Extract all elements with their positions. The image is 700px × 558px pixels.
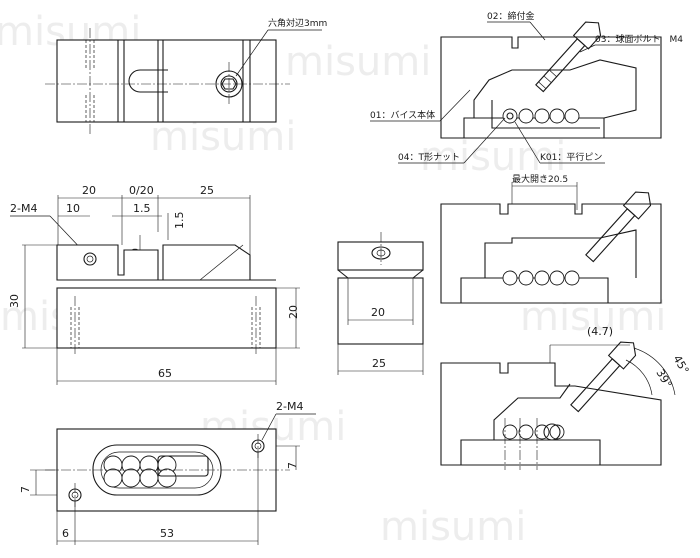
dim-25: 25 bbox=[200, 184, 214, 197]
dim-7-right: 7 bbox=[286, 462, 299, 469]
dim-65: 65 bbox=[158, 367, 172, 380]
m4-label-front: 2-M4 bbox=[10, 202, 37, 215]
front-view: 20 0/20 25 2-M4 10 1.5 1.5 10 30 bbox=[8, 184, 300, 385]
dim-53: 53 bbox=[160, 527, 174, 540]
fixed-jaw bbox=[56, 244, 159, 281]
watermark-text: misumi bbox=[380, 504, 526, 550]
spherical-bolt-open bbox=[585, 191, 652, 263]
angle-45: 45° bbox=[670, 353, 691, 376]
end-bolt-head bbox=[371, 246, 391, 260]
dim-1-5-horiz: 1.5 bbox=[133, 202, 151, 215]
section-view-angle: (4.7) 45° 39° bbox=[440, 325, 691, 470]
dim-20: 20 bbox=[82, 184, 96, 197]
front-base bbox=[56, 287, 277, 349]
section-view-closed: 02：締付金 03：球面ボルト M4 01：バイス本体 04：T形ナット K01… bbox=[370, 10, 683, 164]
label-p03: 03：球面ボルト M4 bbox=[595, 33, 683, 45]
section-view-open: 最大開き20.5 bbox=[440, 173, 662, 304]
end-base bbox=[337, 277, 424, 345]
label-p01: 01：バイス本体 bbox=[370, 109, 435, 121]
dim-30: 30 bbox=[8, 294, 21, 308]
dim-6: 6 bbox=[62, 527, 69, 540]
label-k01: K01：平行ピン bbox=[540, 151, 602, 163]
dim-end-25: 25 bbox=[372, 357, 386, 370]
m4-label-bottom: 2-M4 bbox=[276, 400, 303, 413]
dim-4-7: (4.7) bbox=[587, 325, 613, 338]
label-max-open: 最大開き20.5 bbox=[512, 173, 568, 185]
dim-7-left: 7 bbox=[19, 486, 32, 493]
dim-20-right: 20 bbox=[287, 305, 300, 319]
watermark-text: misumi bbox=[285, 39, 431, 85]
spherical-bolt-angle bbox=[570, 341, 637, 413]
top-view-outline bbox=[56, 39, 277, 123]
m4-hole bbox=[83, 252, 97, 266]
watermark-text: misumi bbox=[420, 134, 566, 180]
label-p04: 04：T形ナット bbox=[398, 151, 460, 163]
label-p02: 02：締付金 bbox=[487, 10, 534, 22]
dim-1-5-vert: 1.5 bbox=[173, 212, 186, 230]
top-view: 六角対辺3mm bbox=[45, 17, 327, 134]
angle-39: 39° bbox=[653, 367, 674, 390]
section-body-1 bbox=[440, 36, 662, 139]
section-body-3 bbox=[440, 362, 662, 466]
section-body-2 bbox=[440, 203, 662, 304]
dim-0-20: 0/20 bbox=[129, 184, 154, 197]
moving-jaw bbox=[162, 244, 251, 281]
end-view: 20 25 bbox=[337, 232, 424, 375]
hex-socket-label: 六角対辺3mm bbox=[268, 17, 327, 29]
spherical-bolt bbox=[535, 21, 602, 93]
bottom-view: 2-M4 7 7 6 53 bbox=[19, 400, 316, 545]
dim-10: 10 bbox=[66, 202, 80, 215]
dim-end-20: 20 bbox=[371, 306, 385, 319]
slot-outline bbox=[128, 69, 168, 93]
